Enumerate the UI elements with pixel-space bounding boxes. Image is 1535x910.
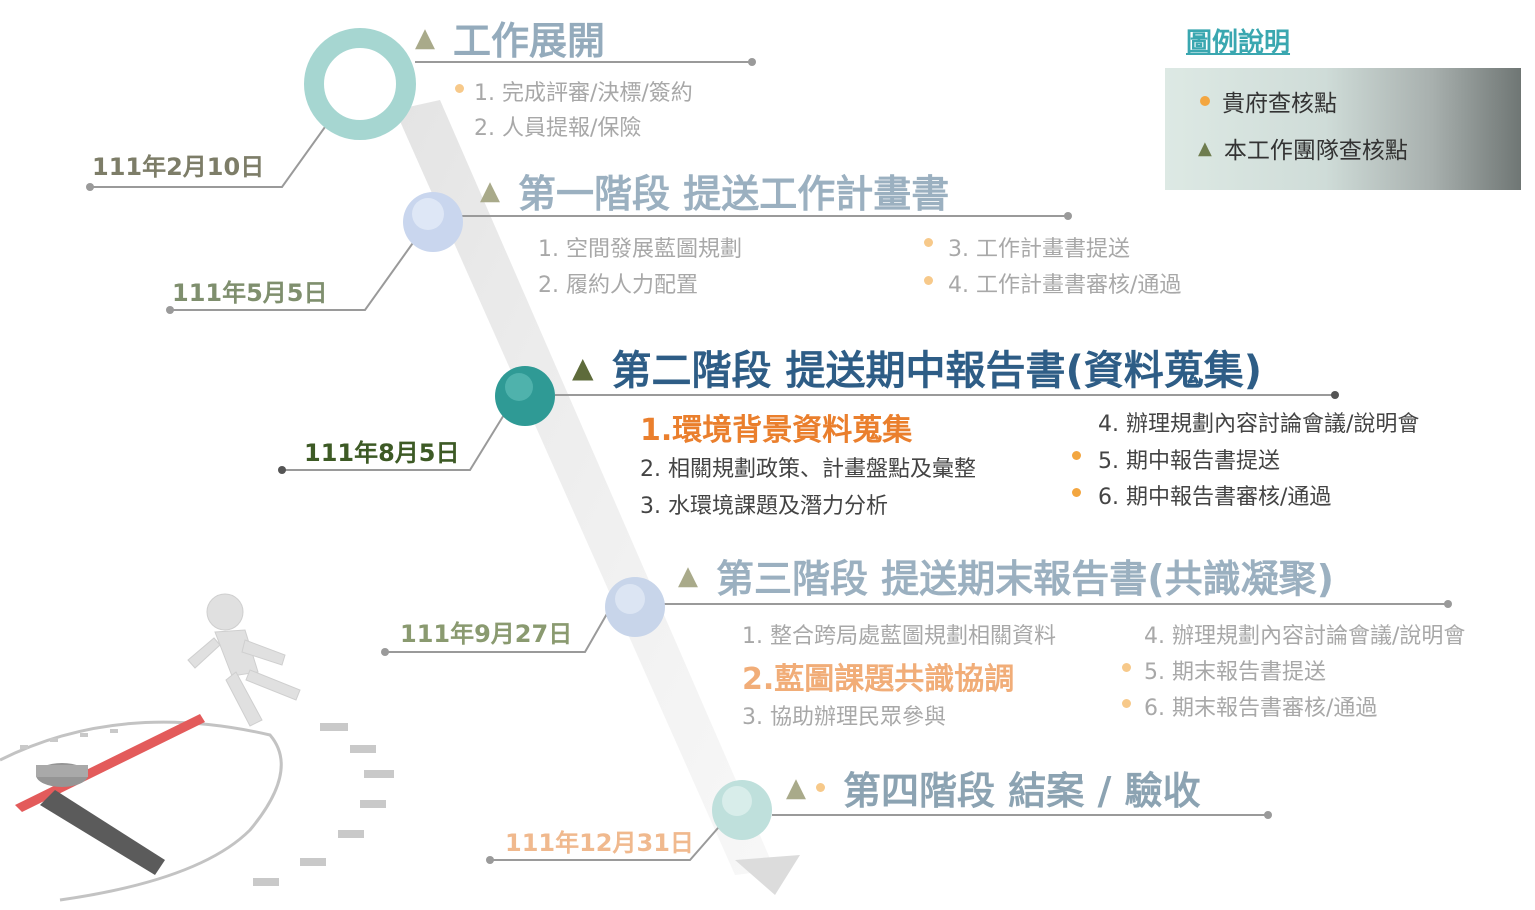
triangle-icon: ▲ — [678, 560, 698, 591]
milestone-title: ▲ 第一階段 提送工作計畫書 — [480, 163, 949, 218]
milestone-date: 111年2月10日 — [92, 153, 265, 181]
orange-dot-icon — [924, 238, 933, 247]
milestone-title: ▲ 第三階段 提送期末報告書(共識凝聚) — [678, 548, 1334, 603]
triangle-icon: ▲ — [572, 350, 594, 384]
task-item: 5. 期中報告書提送 — [1098, 449, 1280, 474]
legend-dot-label: 貴府查核點 — [1222, 91, 1337, 117]
milestone-title-text: 工作展開 — [453, 19, 606, 63]
runner-figure — [187, 593, 301, 727]
task-item: 2. 相關規劃政策、計畫盤點及彙整 — [640, 457, 976, 482]
task-item: 1. 空間發展藍圖規劃 — [538, 237, 742, 262]
task-item: 3. 協助辦理民眾參與 — [742, 705, 946, 730]
milestone-title: ▲ 第二階段 提送期中報告書(資料蒐集) — [572, 338, 1262, 396]
task-item: 5. 期末報告書提送 — [1144, 660, 1326, 685]
task-item: 4. 辦理規劃內容討論會議/說明會 — [1098, 412, 1420, 437]
triangle-icon: ▲ — [786, 772, 806, 803]
triangle-icon: ▲ — [415, 22, 435, 53]
milestone-date: 111年5月5日 — [172, 279, 328, 307]
task-item-highlight: 2.藍圖課題共識協調 — [742, 662, 1015, 697]
task-item: 1. 整合跨局處藍圖規劃相關資料 — [742, 624, 1056, 649]
task-item: 2. 履約人力配置 — [538, 273, 698, 298]
milestone-date: 111年12月31日 — [505, 829, 694, 857]
triangle-icon: ▲ — [1198, 137, 1212, 159]
task-item: 3. 水環境課題及潛力分析 — [640, 494, 888, 519]
milestone-title-text: 第四階段 結案 / 驗收 — [843, 769, 1201, 813]
milestone-title: ▲ 第四階段 結案 / 驗收 — [786, 760, 1201, 815]
orange-dot-icon — [1200, 96, 1210, 106]
task-item: 4. 工作計畫書審核/通過 — [948, 273, 1182, 298]
task-item: 6. 期末報告書審核/通過 — [1144, 696, 1378, 721]
legend-dot-item: 貴府查核點 — [1200, 84, 1337, 118]
orange-dot-icon — [816, 783, 825, 792]
milestone-title: ▲ 工作展開 — [415, 10, 605, 65]
milestone-ring-node — [304, 28, 416, 140]
legend-triangle-item: ▲ 本工作團隊查核點 — [1198, 131, 1408, 165]
task-item: 1. 完成評審/決標/簽約 — [474, 81, 693, 106]
orange-dot-icon — [1072, 488, 1081, 497]
task-item-highlight: 1.環境背景資料蒐集 — [640, 413, 913, 448]
orange-dot-icon — [1122, 663, 1131, 672]
orange-dot-icon — [455, 84, 464, 93]
legend-title: 圖例說明 — [1186, 28, 1291, 58]
task-item: 4. 辦理規劃內容討論會議/說明會 — [1144, 624, 1466, 649]
orange-dot-icon — [1122, 699, 1131, 708]
orange-dot-icon — [1072, 451, 1081, 460]
task-item: 3. 工作計畫書提送 — [948, 237, 1130, 262]
triangle-icon: ▲ — [480, 175, 500, 206]
milestone-date: 111年8月5日 — [304, 439, 460, 467]
milestone-date: 111年9月27日 — [400, 620, 573, 648]
task-item: 6. 期中報告書審核/通過 — [1098, 485, 1332, 510]
timeline-arrowhead — [735, 855, 800, 895]
milestone-title-text: 第三階段 提送期末報告書(共識凝聚) — [716, 557, 1334, 601]
task-item: 2. 人員提報/保險 — [474, 116, 642, 141]
clock-illustration — [0, 714, 394, 902]
legend-triangle-label: 本工作團隊查核點 — [1223, 138, 1408, 164]
milestone-title-text: 第二階段 提送期中報告書(資料蒐集) — [611, 348, 1263, 394]
milestone-title-text: 第一階段 提送工作計畫書 — [518, 172, 950, 216]
orange-dot-icon — [924, 276, 933, 285]
legend-box — [1165, 68, 1521, 190]
